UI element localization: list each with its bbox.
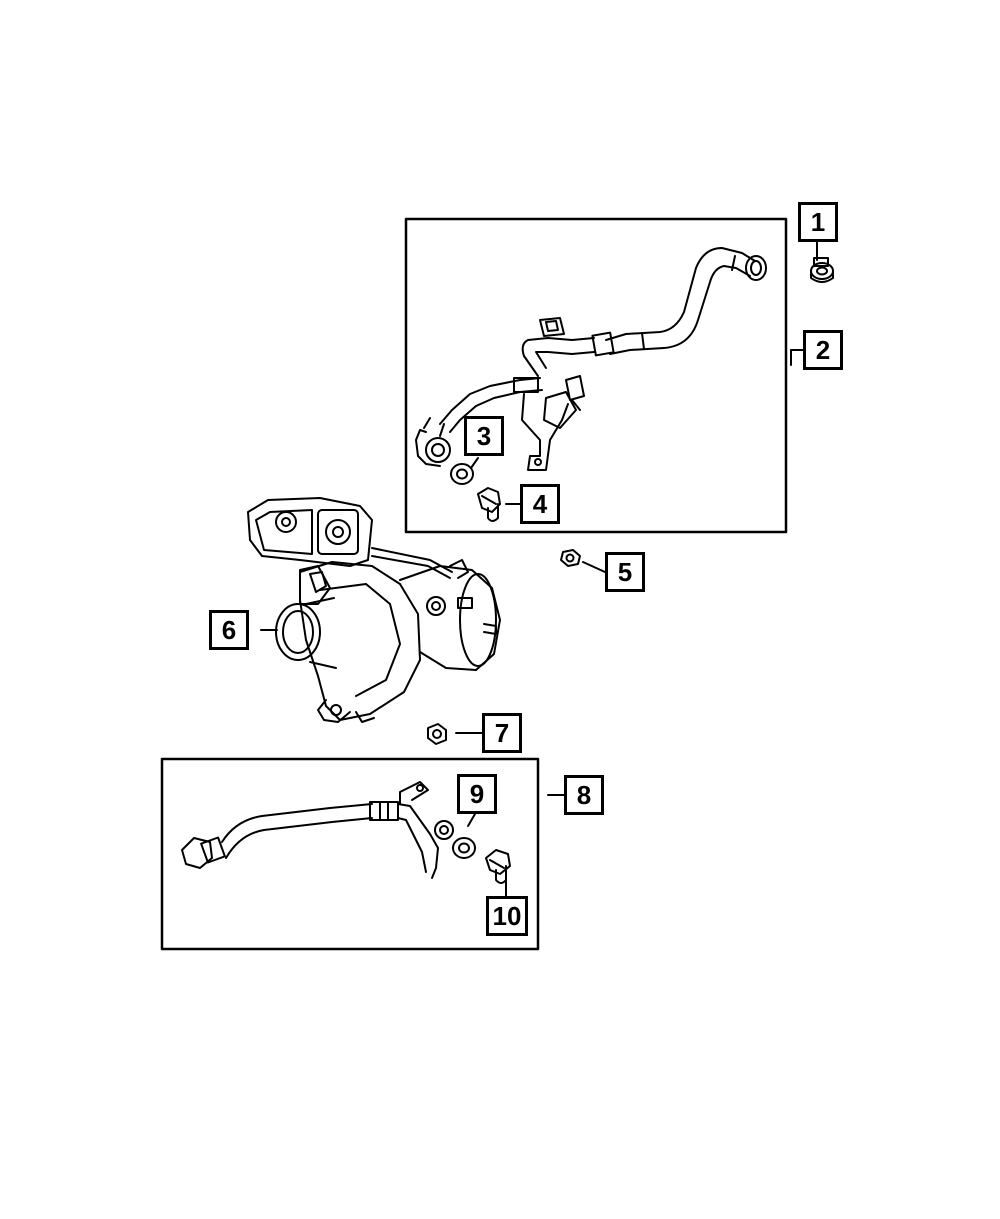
- clamp-part: [810, 257, 834, 283]
- washer-part-3: [450, 463, 474, 485]
- bolt-part-10: [485, 849, 511, 884]
- nut-part-5: [560, 549, 581, 567]
- callout-10: 10: [486, 896, 528, 936]
- hose-assembly-lower: [181, 781, 454, 879]
- callout-5: 5: [605, 552, 645, 592]
- callout-7: 7: [482, 713, 522, 753]
- callout-3: 3: [464, 416, 504, 456]
- callout-4: 4: [520, 484, 560, 524]
- group-box-lower: [160, 757, 540, 951]
- callout-2: 2: [803, 330, 843, 370]
- leader-lines: [260, 241, 818, 897]
- callout-1: 1: [798, 202, 838, 242]
- callout-8: 8: [564, 775, 604, 815]
- washer-part-9: [452, 837, 476, 859]
- callout-6: 6: [209, 610, 249, 650]
- turbocharger-part: [247, 497, 501, 723]
- hose-assembly-upper: [415, 247, 767, 471]
- group-box-upper: [404, 217, 788, 534]
- bolt-part-4: [477, 487, 501, 522]
- callout-9: 9: [457, 774, 497, 814]
- nut-part-7: [427, 723, 447, 745]
